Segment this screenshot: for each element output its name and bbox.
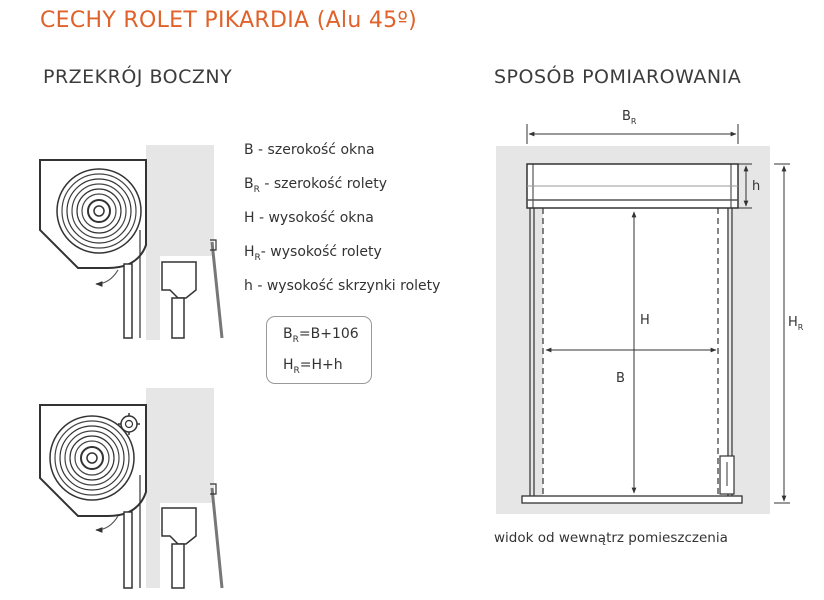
br-label: BR	[622, 109, 637, 126]
window-sash	[171, 543, 185, 589]
legend: B - szerokość okna BR - szerokość rolety…	[244, 140, 440, 310]
window-sill	[521, 495, 743, 504]
side-section-bottom	[39, 388, 224, 589]
guide-rail	[123, 263, 133, 339]
legend-item: B - szerokość okna	[244, 142, 375, 158]
legend-item: HR- wysokość rolety	[244, 244, 382, 263]
formula-width: BR=B+106	[283, 326, 359, 345]
window-opening	[543, 208, 727, 496]
view-caption: widok od wewnątrz pomieszczenia	[494, 530, 728, 546]
h-label: H	[640, 313, 650, 328]
glass-pane	[210, 241, 224, 339]
side-section-title: PRZEKRÓJ BOCZNY	[43, 66, 233, 88]
roller-coil	[49, 415, 135, 501]
formula-height: HR=H+h	[283, 357, 343, 376]
measurement-section-title: SPOSÓB POMIAROWANIA	[494, 66, 742, 88]
rotation-arrow	[95, 515, 119, 533]
measurement-diagram: BR h HR H B	[496, 109, 804, 514]
guide-rail	[123, 511, 133, 589]
sill-hook	[210, 483, 217, 495]
page-title: CECHY ROLET PIKARDIA (Alu 45º)	[40, 8, 418, 33]
sill-hook	[210, 239, 217, 251]
window-sash	[171, 297, 185, 339]
formula-box: BR=B+106 HR=H+h	[266, 316, 372, 384]
rotation-arrow	[95, 269, 119, 287]
roller-coil	[56, 168, 142, 254]
b-label: B	[616, 371, 625, 386]
legend-item: h - wysokość skrzynki rolety	[244, 278, 441, 294]
hr-label: HR	[788, 315, 804, 332]
legend-item: BR - szerokość rolety	[244, 176, 388, 195]
glass-pane	[210, 487, 224, 589]
motor-gear-icon	[118, 413, 140, 435]
side-section-top	[39, 145, 224, 340]
h-small-label: h	[752, 179, 760, 194]
legend-item: H - wysokość okna	[244, 210, 374, 226]
